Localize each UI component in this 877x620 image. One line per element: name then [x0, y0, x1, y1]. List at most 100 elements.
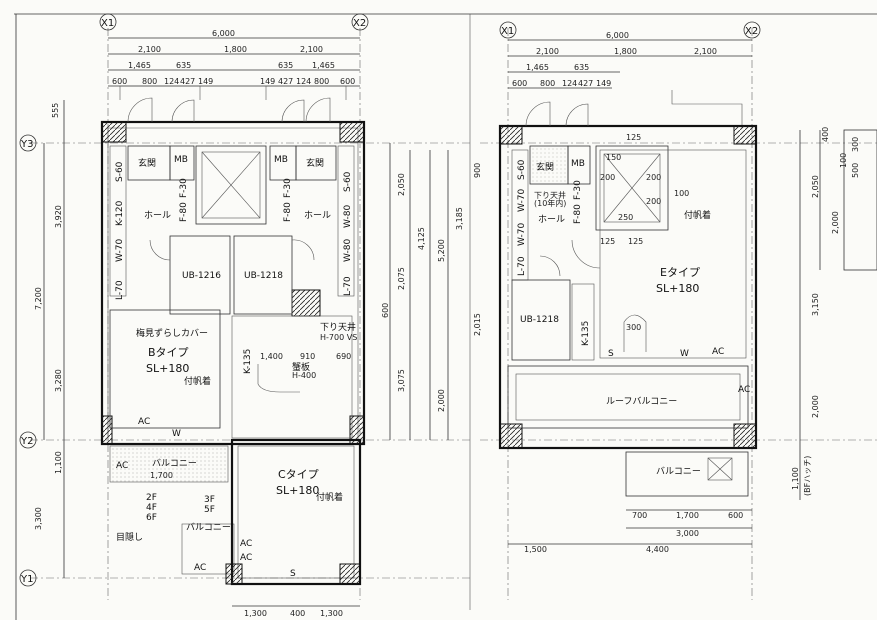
- column-c-right: [339, 563, 361, 585]
- ac-label-c-small: AC: [194, 563, 206, 573]
- dim-left-555: 555: [51, 103, 60, 118]
- dim-inner-2050: 2,050: [397, 173, 406, 196]
- roof-balcony-inner: [515, 373, 741, 421]
- s-label-c: S: [290, 569, 296, 579]
- right-dim-100: 100: [839, 153, 848, 168]
- dim-910: 910: [300, 352, 315, 361]
- axis-label-x1-right: X1: [501, 26, 514, 37]
- dim-inner-600: 600: [381, 303, 390, 318]
- s60-right: S-60: [343, 171, 353, 192]
- hanging-ceiling-h: H-700 VS: [320, 333, 357, 342]
- right-dim-3000: 3,000: [676, 529, 699, 538]
- right-dim-500: 500: [851, 163, 860, 178]
- dim-top-600a: 600: [112, 77, 127, 86]
- ub1216-label: UB-1216: [182, 271, 221, 281]
- right-counter: [623, 314, 647, 352]
- dim-top-1465b: 1,465: [312, 61, 335, 70]
- f30-left: F-30: [179, 178, 189, 198]
- left-outer-wall: [100, 120, 366, 446]
- axis-label-x2-right: X2: [745, 26, 758, 37]
- dim-top-124a: 124: [164, 77, 179, 86]
- dim-right-top-1800: 1,800: [614, 47, 637, 56]
- right-door-swing-hall: [539, 255, 561, 277]
- w80-label-upper: W-80: [343, 204, 353, 228]
- unit-e-room: [599, 149, 747, 359]
- right-core-dim-125c: 125: [628, 237, 643, 246]
- axis-bubble-y2: [19, 431, 37, 449]
- right-ub-label: UB-1218: [520, 315, 559, 325]
- storage-strip-right: [337, 145, 355, 297]
- axis-label-x1-left: X1: [101, 18, 114, 29]
- unit-e-sl: SL+180: [656, 282, 699, 295]
- unit-b-note: 梅見ずらしカバー: [136, 327, 208, 339]
- mb-box-left: [169, 145, 195, 181]
- right-roof-edge: [671, 90, 743, 128]
- dim-top-1800: 1,800: [224, 45, 247, 54]
- right-furn-top: 付帆着: [684, 209, 711, 221]
- blind-label: 目隠し: [116, 531, 143, 543]
- right-f30: F-30: [573, 180, 583, 200]
- dim-1400: 1,400: [260, 352, 283, 361]
- dim-top-427b: 427: [278, 77, 293, 86]
- dim-bottom-400: 400: [290, 609, 305, 618]
- right-core-dim-200a: 200: [600, 173, 615, 182]
- right-core-dim-150: 150: [606, 153, 621, 162]
- floors-right-3f: 3F: [204, 495, 215, 505]
- axis-bubble-x1-right: [499, 21, 517, 39]
- right-core-cross-b: [603, 153, 661, 223]
- balcony-c-label: バルコニー: [186, 522, 231, 533]
- entry-door-swing-right-2: [305, 97, 331, 123]
- core-inner: [201, 151, 261, 219]
- right-entry-label: 玄関: [536, 161, 554, 173]
- hall-left: ホール: [144, 210, 171, 221]
- ac-label-c-a: AC: [240, 539, 252, 549]
- right-column-tl: [499, 125, 523, 145]
- k120-label: K-120: [115, 200, 125, 226]
- unit-c-room: [230, 438, 362, 586]
- right-hall-label: ホール: [538, 214, 565, 225]
- dim-top-149a: 149: [198, 77, 213, 86]
- right-dim-1500: 1,500: [524, 545, 547, 554]
- entry-box-right: [295, 145, 337, 181]
- dim-top-800b: 800: [314, 77, 329, 86]
- right-core-dim-125b: 125: [600, 237, 615, 246]
- balcony-b-fill: [110, 446, 228, 482]
- lower-balcony-hatch: [707, 457, 733, 481]
- right-dim-700: 700: [632, 511, 647, 520]
- ub1216-box: [169, 235, 231, 315]
- right-mb-box: [567, 145, 591, 185]
- axis-bubble-y3: [19, 134, 37, 152]
- ac-label-balc: AC: [116, 461, 128, 471]
- dim-left-1100: 1,100: [54, 451, 63, 474]
- axis-bubble-x2-left: [351, 13, 369, 31]
- right-kitchen-box: [571, 283, 595, 361]
- right-core-dim-250: 250: [618, 213, 633, 222]
- shaft-hatch: [291, 289, 321, 317]
- right-door-swing-room: [571, 239, 601, 269]
- ac-label-c-b: AC: [240, 553, 252, 563]
- k135-left-label: K-135: [243, 349, 253, 374]
- right-stair-note: 下り天井: [534, 190, 566, 200]
- roof-balcony-label: ルーフバルコニー: [606, 396, 677, 407]
- entry-door-swing-left-2: [171, 99, 195, 123]
- dim-bottom-1300b: 1,300: [320, 609, 343, 618]
- counter-note-h: H-400: [292, 371, 316, 380]
- entry-canopy-left: [119, 85, 201, 100]
- right-f80: F-80: [573, 204, 583, 224]
- dim-inner-5200: 5,200: [437, 239, 446, 262]
- axis-bubble-y1: [19, 569, 37, 587]
- dim-right-top-2100a: 2,100: [536, 47, 559, 56]
- right-dim-bf-note: (BFハッチ): [803, 456, 812, 496]
- hall-right: ホール: [304, 210, 331, 221]
- axis-label-y1: Y1: [20, 574, 33, 585]
- axis-label-x2-left: X2: [353, 18, 366, 29]
- dim-inner-4125: 4,125: [417, 227, 426, 250]
- column-c-left: [225, 563, 243, 585]
- door-swing-hall-left: [149, 239, 171, 261]
- lower-balcony-label: バルコニー: [656, 466, 701, 477]
- center-area: [231, 315, 353, 439]
- dim-top-635a: 635: [176, 61, 191, 70]
- f80-right: F-80: [283, 202, 293, 222]
- roof-balcony: [507, 365, 749, 429]
